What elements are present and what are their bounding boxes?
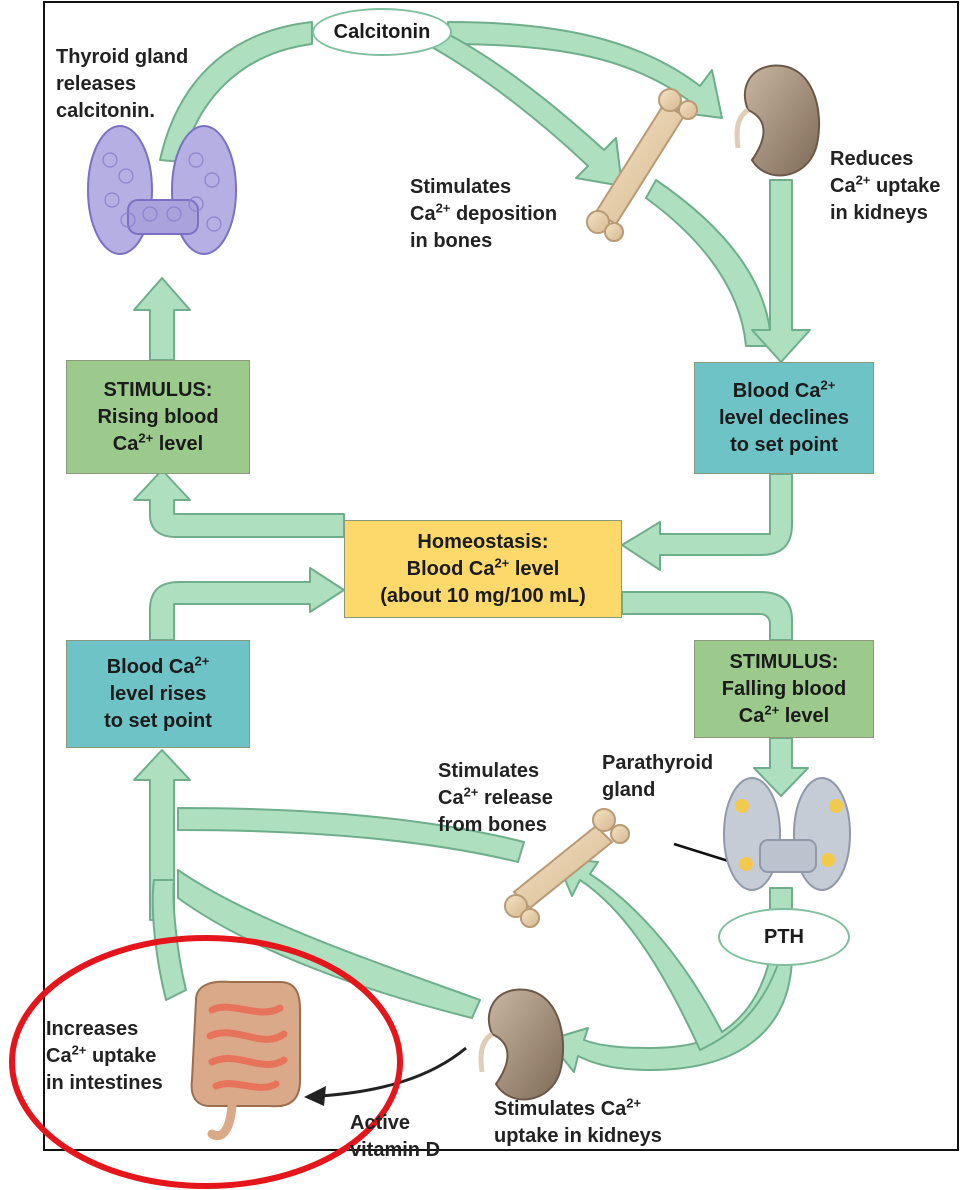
declines-line3: to set point bbox=[730, 432, 838, 459]
kidney-reduce-label: Reduces Ca2+ uptake in kidneys bbox=[830, 146, 940, 227]
intestine-icon bbox=[192, 982, 300, 1136]
pth-oval: PTH bbox=[718, 908, 850, 966]
bone-deposition-line2: Ca2+ deposition bbox=[410, 201, 557, 228]
parathyroid-gland-icon bbox=[724, 778, 850, 890]
parathyroid-line1: Parathyroid bbox=[602, 750, 713, 777]
rises-line3: to set point bbox=[104, 708, 212, 735]
intestine-line2: Ca2+ uptake bbox=[46, 1043, 163, 1070]
homeostasis-line3: (about 10 mg/100 mL) bbox=[380, 583, 586, 610]
calcitonin-oval: Calcitonin bbox=[312, 8, 452, 56]
rises-box: Blood Ca2+ level rises to set point bbox=[66, 640, 250, 748]
homeostasis-line2: Blood Ca2+ level bbox=[407, 556, 560, 583]
kidney-icon-bottom bbox=[481, 990, 563, 1100]
stimulus-rising-line3: Ca2+ level bbox=[113, 431, 203, 458]
kidney-reduce-line2: Ca2+ uptake bbox=[830, 173, 940, 200]
kidney-reduce-line1: Reduces bbox=[830, 146, 940, 173]
bone-deposition-label: Stimulates Ca2+ deposition in bones bbox=[410, 174, 557, 255]
bone-release-label: Stimulates Ca2+ release from bones bbox=[438, 758, 553, 839]
kidney-icon-top bbox=[737, 66, 819, 176]
parathyroid-line2: gland bbox=[602, 777, 713, 804]
bone-release-line2: Ca2+ release bbox=[438, 785, 553, 812]
stimulus-rising-box: STIMULUS: Rising blood Ca2+ level bbox=[66, 360, 250, 474]
thyroid-label-line1: Thyroid gland bbox=[56, 44, 188, 71]
bone-deposition-line1: Stimulates bbox=[410, 174, 557, 201]
intestine-label: Increases Ca2+ uptake in intestines bbox=[46, 1016, 163, 1097]
vitamin-d-line1: Active bbox=[350, 1110, 440, 1137]
stimulus-falling-line2: Falling blood bbox=[722, 676, 846, 703]
stimulus-falling-line3: Ca2+ level bbox=[739, 703, 829, 730]
stimulus-falling-box: STIMULUS: Falling blood Ca2+ level bbox=[694, 640, 874, 738]
kidney-stimulate-line2: uptake in kidneys bbox=[494, 1123, 662, 1150]
declines-box: Blood Ca2+ level declines to set point bbox=[694, 362, 874, 474]
vitamin-d-arrowhead bbox=[304, 1086, 326, 1106]
thyroid-label-line3: calcitonin. bbox=[56, 98, 188, 125]
stimulus-falling-line1: STIMULUS: bbox=[730, 649, 839, 676]
vitamin-d-label: Active vitamin D bbox=[350, 1110, 440, 1164]
rises-line1: Blood Ca2+ bbox=[107, 654, 210, 681]
kidney-stimulate-line1: Stimulates Ca2+ bbox=[494, 1096, 662, 1123]
declines-line2: level declines bbox=[719, 405, 849, 432]
parathyroid-label: Parathyroid gland bbox=[602, 750, 713, 804]
declines-line1: Blood Ca2+ bbox=[733, 378, 836, 405]
thyroid-label-line2: releases bbox=[56, 71, 188, 98]
bone-release-line1: Stimulates bbox=[438, 758, 553, 785]
kidney-reduce-line3: in kidneys bbox=[830, 200, 940, 227]
kidney-stimulate-label: Stimulates Ca2+ uptake in kidneys bbox=[494, 1096, 662, 1150]
thyroid-gland-icon bbox=[88, 126, 236, 254]
bone-deposition-line3: in bones bbox=[410, 228, 557, 255]
stimulus-rising-line1: STIMULUS: bbox=[104, 377, 213, 404]
stimulus-rising-line2: Rising blood bbox=[97, 404, 218, 431]
thyroid-label: Thyroid gland releases calcitonin. bbox=[56, 44, 188, 125]
vitamin-d-line2: vitamin D bbox=[350, 1137, 440, 1164]
intestine-line1: Increases bbox=[46, 1016, 163, 1043]
bone-release-line3: from bones bbox=[438, 812, 553, 839]
intestine-line3: in intestines bbox=[46, 1070, 163, 1097]
rises-line2: level rises bbox=[110, 681, 207, 708]
homeostasis-box: Homeostasis: Blood Ca2+ level (about 10 … bbox=[344, 520, 622, 618]
homeostasis-line1: Homeostasis: bbox=[417, 529, 548, 556]
